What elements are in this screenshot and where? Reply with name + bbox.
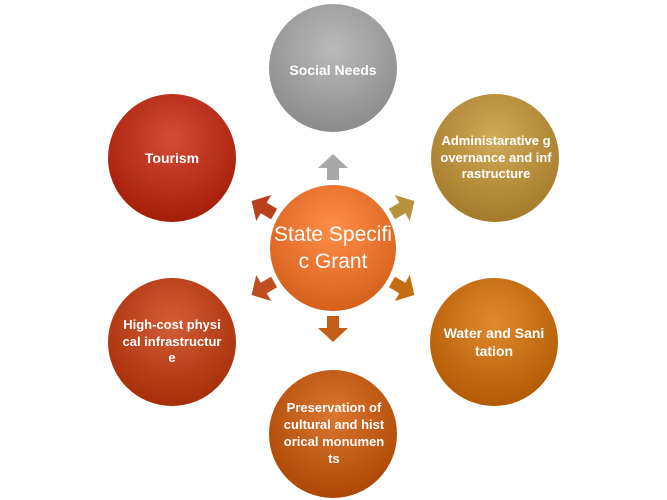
arrow-to-water-sanitation (388, 275, 415, 301)
node-label-water-sanitation: Water and Sanitation (443, 324, 545, 359)
node-label-preservation-monuments: Preservation of cultural and historical … (283, 400, 385, 466)
node-circle-administrative-governance (431, 94, 559, 222)
arrow-to-administrative-governance (388, 195, 415, 221)
node-label-social-needs: Social Needs (289, 61, 377, 78)
arrow-to-social-needs (318, 154, 348, 180)
circles-layer (108, 4, 559, 498)
node-circle-preservation-monuments (269, 370, 397, 498)
node-circle-water-sanitation (430, 278, 558, 406)
node-label-tourism: Tourism (144, 149, 200, 166)
arrow-to-high-cost-infrastructure (251, 275, 278, 301)
node-circle-social-needs (269, 4, 397, 132)
arrows-layer (251, 154, 415, 342)
node-circle-tourism (108, 94, 236, 222)
node-label-high-cost-infrastructure: High-cost physical infrastructure (122, 316, 222, 366)
center-label: State Specific Grant (274, 222, 392, 273)
arrow-to-preservation-monuments (318, 316, 348, 342)
node-label-administrative-governance: Administarative governance and infrastru… (440, 132, 552, 182)
node-circle-high-cost-infrastructure (108, 278, 236, 406)
center-circle (270, 185, 396, 311)
arrow-to-tourism (251, 195, 278, 221)
